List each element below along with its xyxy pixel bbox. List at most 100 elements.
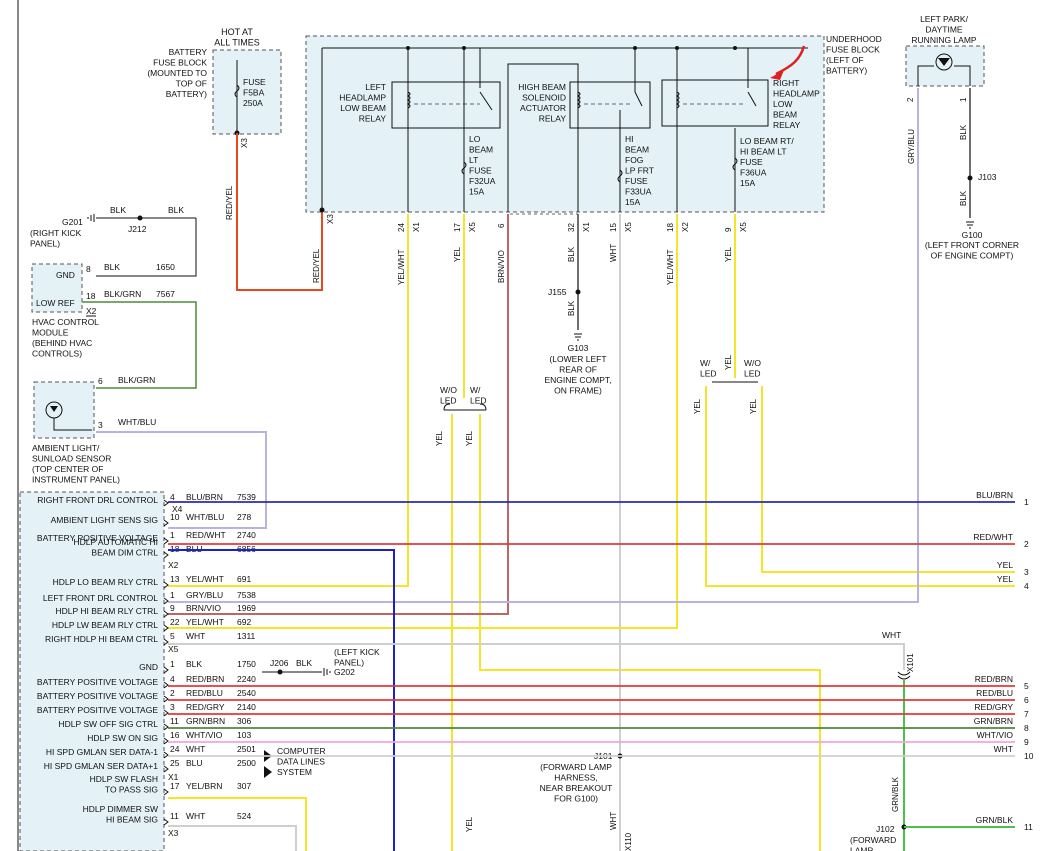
park_lamp-pin_right-text: 1: [959, 97, 968, 102]
grounds-g201-text: G201: [62, 217, 83, 227]
wire-wht-dimmer: [168, 825, 297, 851]
wire_labels-wht-text: WHT: [609, 812, 618, 830]
bcm-label: HDLP SW ON SIG: [87, 733, 158, 743]
grounds-j212-text: J212: [128, 224, 147, 234]
hvac-low_ref-text: LOW REF: [36, 298, 75, 308]
grounds-j206-text: J206: [270, 658, 289, 668]
underhood-pins-2-num-text: 6: [497, 223, 506, 228]
wire_labels-yel-text: YEL: [465, 430, 474, 446]
underhood-pins-1-conn-text: X5: [468, 222, 477, 232]
grounds-g202-text: G202: [334, 667, 355, 677]
wire_labels-blk-text: BLK: [567, 246, 576, 262]
underhood-pins-0-num-text: 24: [397, 223, 406, 232]
relay-left-low: [391, 81, 501, 129]
bcm-row-wire: RED/BLU: [186, 688, 223, 698]
grounds-g103-text: G103: [568, 343, 589, 353]
bcm-row-pin: 16: [170, 730, 180, 740]
bcm-row-circuit: 2140: [237, 702, 256, 712]
bcm-row-wire: BRN/VIO: [186, 603, 221, 613]
output-number: 2: [1024, 539, 1029, 549]
wire_labels-blk-text: BLK: [110, 205, 126, 215]
wire_labels-brn_vio-text: BRN/VIO: [497, 250, 506, 283]
bcm-row-pin: 5: [170, 631, 175, 641]
bcm-row-circuit: 7538: [237, 590, 256, 600]
bcm-label: LEFT FRONT DRL CONTROL: [43, 593, 158, 603]
bcm-row-pin: 1: [170, 590, 175, 600]
underhood-pins-4-num-text: 15: [609, 223, 618, 232]
hvac-pin8-text: 8: [86, 264, 91, 274]
output-wire-label: WHT: [994, 744, 1013, 754]
bcm-row-pin: 1: [170, 530, 175, 540]
output-wire-label: WHT/VIO: [977, 730, 1014, 740]
bcm-label: HDLP LW BEAM RLY CTRL: [52, 620, 158, 630]
wire_labels-wht-text: WHT: [609, 244, 618, 262]
bcm-row-wire: RED/BRN: [186, 674, 224, 684]
wire_labels-blk-text: BLK: [959, 124, 968, 140]
wire_labels-grn_blk-text: GRN/BLK: [891, 776, 900, 812]
bcm-row-wire: WHT/BLU: [186, 512, 224, 522]
bcm-row-wire: WHT/VIO: [186, 730, 223, 740]
bcm-row-pin: 17: [170, 781, 180, 791]
hvac-w2c-text: 7567: [156, 289, 175, 299]
wire-red-yel: [236, 133, 323, 291]
bcm-row-circuit: 278: [237, 512, 251, 522]
bcm-row-pin: 2: [170, 688, 175, 698]
bcm-row-pin: 11: [170, 716, 179, 726]
wire_labels-yel-text: YEL: [465, 816, 474, 832]
sensor-pin6-text: 6: [98, 376, 103, 386]
bcm-row-pin: 9: [170, 603, 175, 613]
wire_labels-gry_blu-text: GRY/BLU: [907, 129, 916, 164]
output-number: 5: [1024, 681, 1029, 691]
bcm-row-circuit: 2240: [237, 674, 256, 684]
underhood-x3: X3: [326, 214, 335, 224]
bcm-row-circuit: 524: [237, 811, 251, 821]
output-number: 4: [1024, 581, 1029, 591]
bcm-row-circuit: 2501: [237, 744, 256, 754]
bcm-row-pin: 3: [170, 702, 175, 712]
underhood-pins-4-conn-text: X5: [624, 222, 633, 232]
hvac-w1c-text: 1650: [156, 262, 175, 272]
wire_labels-yel_wht-text: YEL/WHT: [666, 249, 675, 285]
wire_labels-yel-text: YEL: [724, 246, 733, 262]
underhood-pins-1-num-text: 17: [453, 223, 462, 232]
bcm-row-pin: 10: [170, 512, 180, 522]
bcm-row-circuit: 2540: [237, 688, 256, 698]
wire_labels-yel-text: YEL: [724, 354, 733, 370]
output-number: 1: [1024, 497, 1029, 507]
bcm-row-circuit: 1750: [237, 659, 256, 669]
bcm-row-wire: BLU/BRN: [186, 492, 223, 502]
bcm-label: GND: [139, 662, 158, 672]
hvac-w2-text: BLK/GRN: [104, 289, 141, 299]
bcm-label: AMBIENT LIGHT SENS SIG: [51, 515, 158, 525]
bcm-row-circuit: 1969: [237, 603, 256, 613]
hvac-pin18-text: 18: [86, 291, 96, 301]
relay-right-low: [661, 79, 769, 127]
underhood-pins-0-conn-text: X1: [412, 222, 421, 232]
bcm-row-pin: 4: [170, 492, 175, 502]
bcm-label: HDLP HI BEAM RLY CTRL: [55, 606, 158, 616]
output-number: 3: [1024, 567, 1029, 577]
sensor-pin3-text: 3: [98, 420, 103, 430]
output-wire-label: RED/WHT: [973, 532, 1013, 542]
wire_labels-blk-text: BLK: [168, 205, 184, 215]
bcm-row-pin: 25: [170, 758, 180, 768]
wire_labels-yel-text: YEL: [435, 430, 444, 446]
bcm-label: HDLP LO BEAM RLY CTRL: [53, 577, 159, 587]
bcm-row-pin: 22: [170, 617, 180, 627]
bcm-row-wire: WHT: [186, 811, 205, 821]
grounds-j102-text: J102: [876, 824, 895, 834]
bcm-connectors-1-text: X2: [168, 560, 179, 570]
bcm-row-pin: 13: [170, 574, 180, 584]
hvac-control-module: GND LOW REF 8 18 BLK 1650 BLK/GRN 7567 X…: [31, 262, 197, 389]
bcm-row-wire: GRN/BRN: [186, 716, 225, 726]
bcm-row-pin: 1: [170, 659, 175, 669]
